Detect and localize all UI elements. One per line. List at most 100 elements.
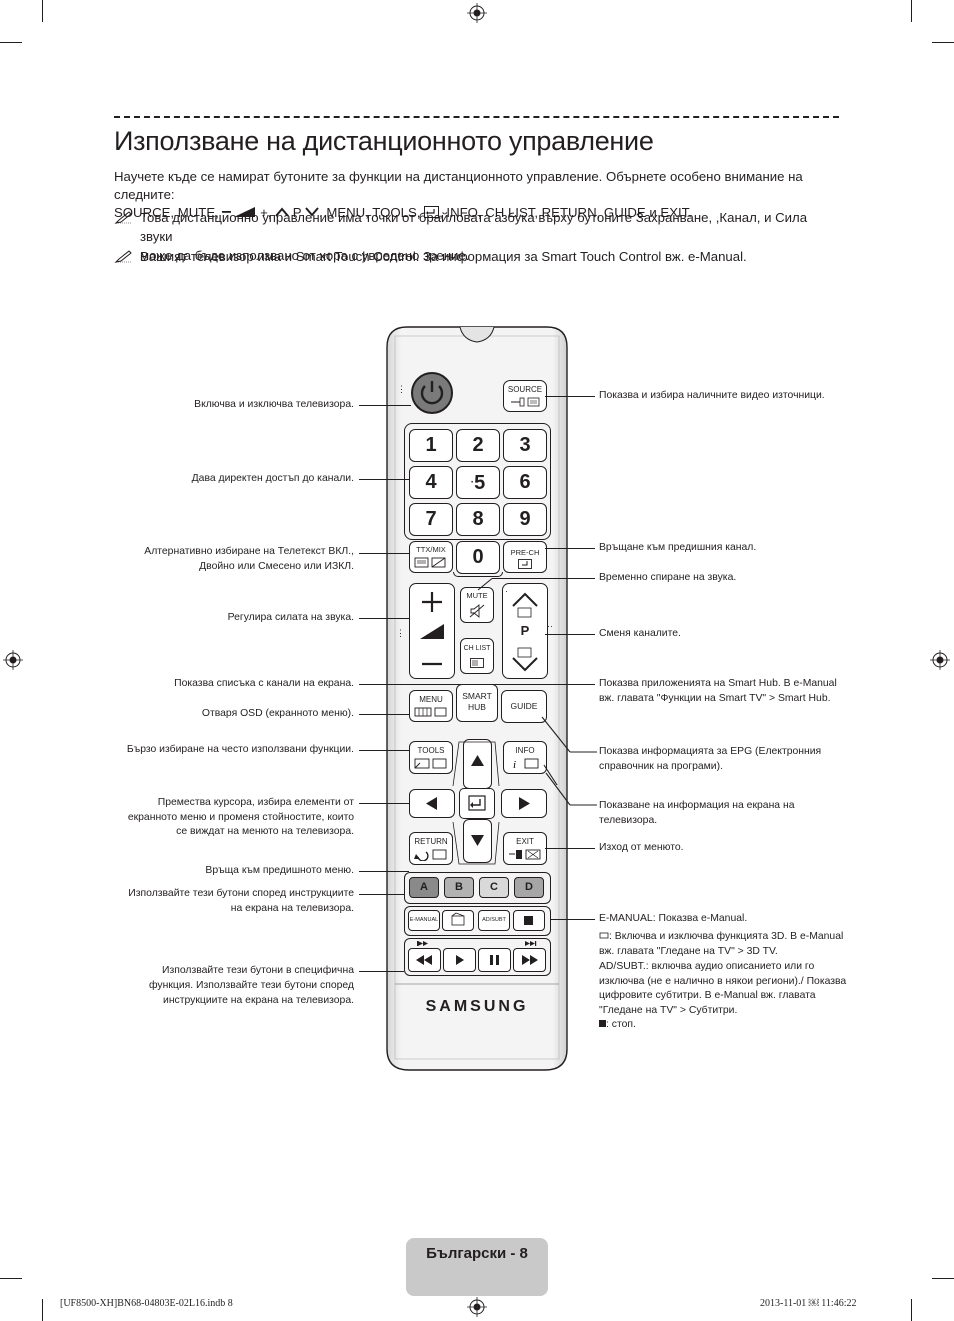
registration-mark-icon xyxy=(3,650,23,670)
3d-button[interactable] xyxy=(442,910,474,931)
rewind-icon xyxy=(416,955,432,965)
ttx-mix-button[interactable]: TTX/MIX xyxy=(409,541,453,573)
menu-button[interactable]: MENU xyxy=(409,690,453,722)
label-channel: Сменя каналите. xyxy=(599,628,681,639)
braille-dots: ·· xyxy=(547,621,553,631)
label-playback-line-3: инструкциите на екрана на телевизора. xyxy=(163,995,354,1006)
leader-line xyxy=(545,396,595,398)
leader-line xyxy=(359,750,409,752)
label-3d: : Включва и изключва функцията 3D. В e-M… xyxy=(599,931,844,957)
digit-button-5[interactable]: ·5 xyxy=(456,466,500,499)
color-button-d[interactable]: D xyxy=(514,877,544,898)
dpad-up-button[interactable] xyxy=(463,739,492,789)
power-button[interactable] xyxy=(411,372,453,414)
channel-rocker[interactable]: P xyxy=(502,583,548,679)
crop-mark xyxy=(0,42,22,43)
label-smart-hub: Показва приложенията на Smart Hub. В e-M… xyxy=(599,678,837,704)
leader-line xyxy=(359,618,409,620)
guide-button[interactable]: GUIDE xyxy=(501,690,547,723)
exit-button[interactable]: EXIT xyxy=(503,832,547,865)
label-return: Връща към предишното меню. xyxy=(205,865,354,876)
label-colors-line-2: на екрана на телевизора. xyxy=(230,903,354,914)
label-mute: Временно спиране на звука. xyxy=(599,572,737,583)
info-button[interactable]: INFO i xyxy=(503,741,547,774)
label-dpad-line-2: екранното меню и променя стойностите, ко… xyxy=(127,812,354,823)
label-pre-ch: Връщане към предишния канал. xyxy=(599,542,757,553)
return-button[interactable]: RETURN xyxy=(409,832,453,865)
mute-button[interactable]: MUTE xyxy=(460,587,494,623)
ad-subt-button[interactable]: AD/SUBT xyxy=(478,910,510,931)
digit-button-1[interactable]: 1 xyxy=(409,429,453,462)
braille-dot: · xyxy=(505,586,508,596)
svg-text:i: i xyxy=(513,759,516,770)
e-manual-button[interactable]: E-MANUAL xyxy=(408,910,440,931)
leader-line xyxy=(545,772,597,806)
source-button[interactable]: SOURCE xyxy=(503,380,547,412)
crop-mark xyxy=(42,0,43,22)
leader-line xyxy=(545,848,595,850)
power-icon xyxy=(420,381,444,405)
volume-rocker[interactable] xyxy=(409,583,455,679)
digit-button-3[interactable]: 3 xyxy=(503,429,547,462)
digit-button-0[interactable]: 0 xyxy=(456,541,500,574)
dpad-enter-button[interactable] xyxy=(459,788,495,819)
leader-line xyxy=(359,894,404,896)
digit-button-9[interactable]: 9 xyxy=(503,503,547,536)
remote-buttons: ⋮ SOURCE 1 2 3 4 ·5 6 7 8 9 TTX/MIX 0 PR… xyxy=(385,324,569,1073)
dpad-down-button[interactable] xyxy=(463,819,492,863)
pause-button[interactable] xyxy=(478,948,511,972)
stop-icon xyxy=(599,1020,606,1027)
registration-mark-icon xyxy=(467,3,487,23)
chevron-down-icon xyxy=(305,207,319,217)
dpad-left-button[interactable] xyxy=(409,789,455,818)
label-power: Включва и изключва телевизора. xyxy=(194,399,354,410)
skip-forward-icon xyxy=(525,941,537,946)
arrow-up-icon xyxy=(471,755,484,766)
crop-mark xyxy=(42,1299,43,1321)
intro-text: Научете къде се намират бутоните за функ… xyxy=(114,168,834,222)
digit-button-7[interactable]: 7 xyxy=(409,503,453,536)
label-dpad-line-1: Премества курсора, избира елементи от xyxy=(157,797,354,808)
dpad-right-button[interactable] xyxy=(501,789,547,818)
arrow-left-icon xyxy=(426,797,437,810)
leader-line xyxy=(545,548,595,550)
digit-button-8[interactable]: 8 xyxy=(456,503,500,536)
exit-icon xyxy=(509,849,541,860)
function-buttons-frame xyxy=(404,906,551,936)
playback-buttons-frame xyxy=(404,938,551,976)
label-tools: Бързо избиране на често използвани функц… xyxy=(126,744,354,755)
play-icon xyxy=(456,955,464,965)
color-button-b[interactable]: B xyxy=(444,877,474,898)
bottom-frame-line xyxy=(453,572,503,577)
digit-button-2[interactable]: 2 xyxy=(456,429,500,462)
label-e-manual: E-MANUAL: Показва e-Manual. xyxy=(599,913,748,924)
section-divider xyxy=(114,116,839,118)
ch-list-button[interactable]: CH LIST xyxy=(460,638,494,674)
volume-icon xyxy=(222,207,256,217)
pre-ch-button[interactable]: PRE-CH xyxy=(503,541,547,573)
leader-line xyxy=(359,553,409,555)
tools-button[interactable]: TOOLS xyxy=(409,741,453,774)
rewind-button[interactable] xyxy=(408,948,441,972)
smart-hub-button[interactable]: SMART HUB xyxy=(456,684,498,722)
menu-icon xyxy=(414,707,447,717)
play-button[interactable] xyxy=(443,948,476,972)
registration-mark-icon xyxy=(930,650,950,670)
imprint-file: [UF8500-XH]BN68-04803E-02L16.indb 8 xyxy=(60,1298,233,1309)
braille-dots: ⋮ xyxy=(396,628,405,638)
page-title: Използване на дистанционното управление xyxy=(114,126,654,156)
leader-line xyxy=(477,578,493,591)
stop-button[interactable] xyxy=(513,910,545,931)
skip-back-icon xyxy=(417,941,428,946)
color-button-a[interactable]: A xyxy=(409,877,439,898)
leader-line xyxy=(359,803,409,805)
digit-button-4[interactable]: 4 xyxy=(409,466,453,499)
leader-line xyxy=(545,634,595,636)
color-button-c[interactable]: C xyxy=(479,877,509,898)
fast-forward-button[interactable] xyxy=(513,948,546,972)
crop-mark xyxy=(911,0,912,22)
stop-icon xyxy=(524,916,533,925)
leader-line xyxy=(359,971,404,973)
digit-button-6[interactable]: 6 xyxy=(503,466,547,499)
note-pencil-icon xyxy=(114,211,132,224)
